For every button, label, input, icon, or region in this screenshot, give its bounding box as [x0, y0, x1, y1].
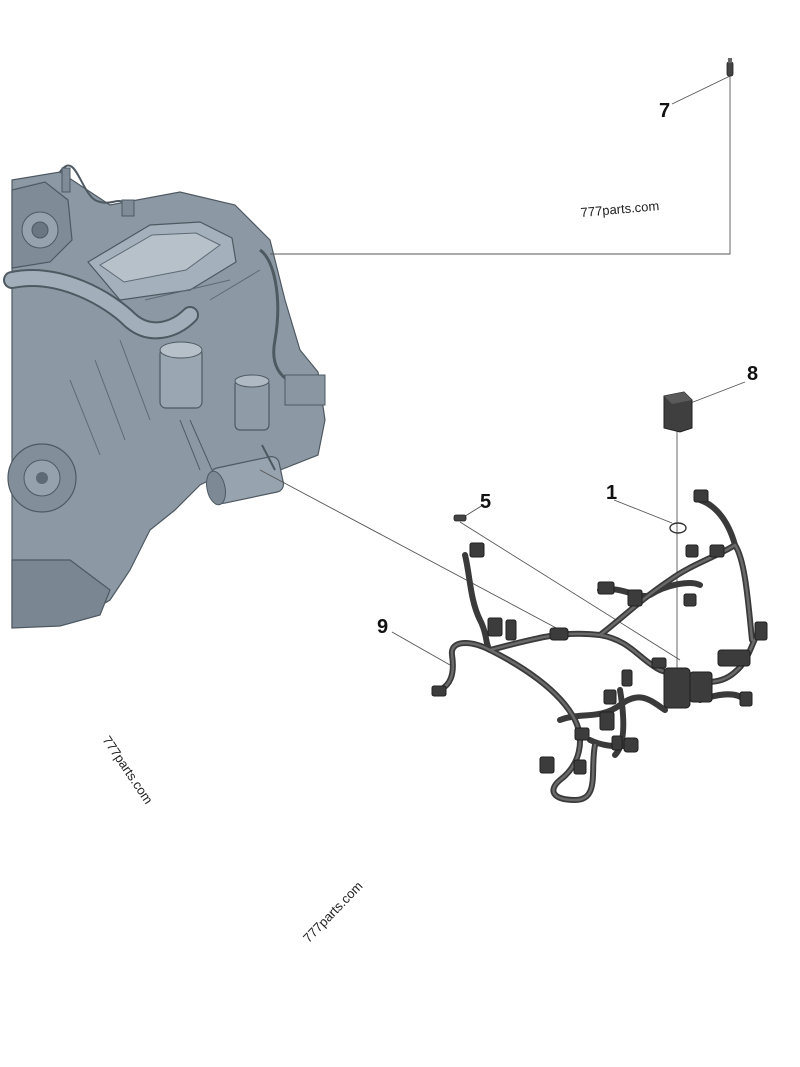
leader-lines [259, 72, 746, 668]
leader-5 [459, 521, 681, 661]
leader-1 [613, 499, 673, 524]
starter-motor [206, 456, 285, 506]
callout-8: 8 [747, 363, 759, 385]
callout-1: 1 [606, 482, 618, 504]
callout-5: 5 [480, 491, 492, 513]
oil-pan [11, 559, 111, 629]
leader-7 [270, 72, 731, 255]
callout-9: 9 [377, 616, 389, 638]
part-8-connector [663, 391, 693, 433]
callout-7: 7 [659, 100, 671, 122]
engine-assembly [3, 164, 326, 629]
part-1-oring [669, 522, 687, 534]
part-7-pin [726, 58, 734, 77]
leader-starter [259, 469, 561, 631]
part-9-wiring-harness [431, 489, 768, 803]
part-5-plug [453, 514, 467, 522]
leader-9 [391, 631, 451, 666]
